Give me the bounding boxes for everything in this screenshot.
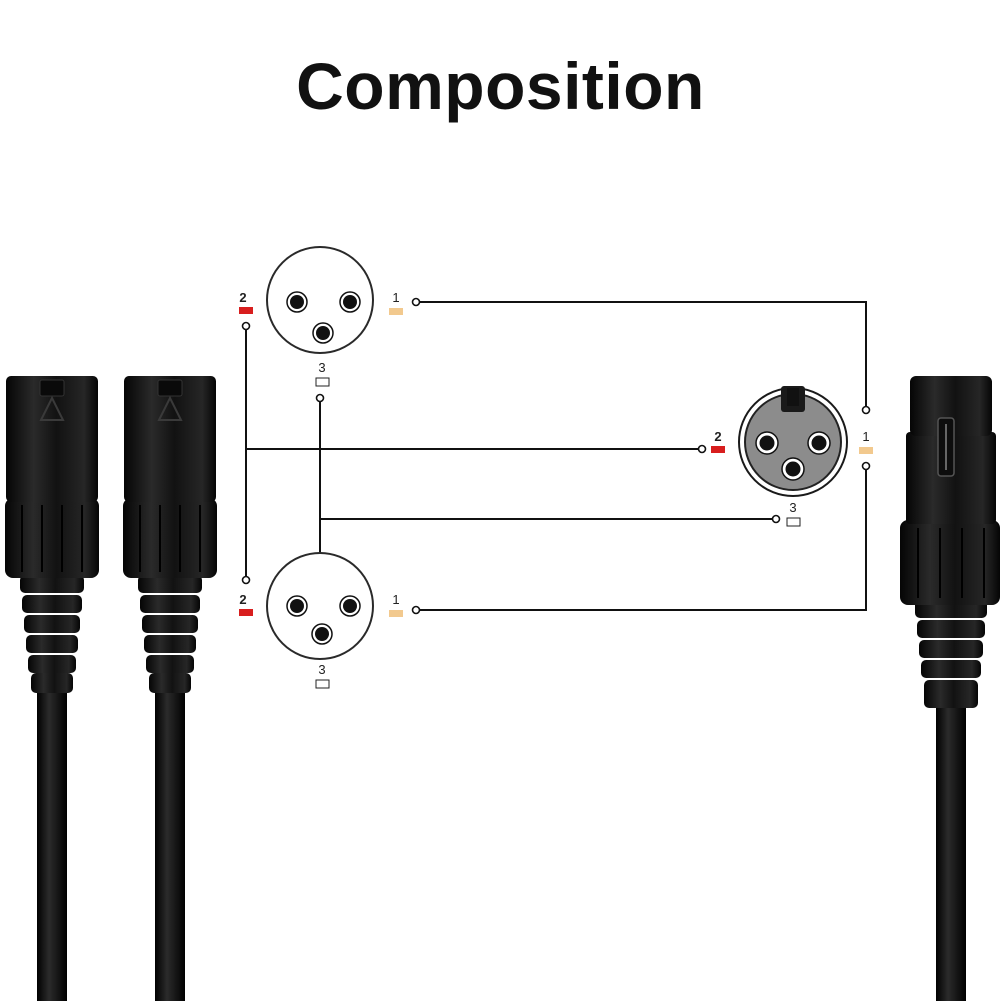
wiring [245,301,867,630]
terminal-dot [241,321,251,331]
xlr-male-plug-right [123,376,217,1001]
female-face: 2 1 3 [711,386,873,527]
male-face-top: 2 1 3 [239,246,403,387]
terminal-dot [411,297,421,307]
pin1-swatch [389,610,403,617]
strain-relief [20,575,84,693]
wire-pin1-top [416,301,867,410]
strain-relief [915,600,987,708]
wire-pin1-bottom [416,466,867,611]
wire-terminals [241,297,871,615]
strain-relief [138,575,202,693]
pin2-swatch [711,446,725,453]
pin3-label: 3 [789,500,796,515]
terminal-dot [697,444,707,454]
xlr-male-plug-left [5,376,99,1001]
pin3-swatch [315,679,330,689]
xlr-female-plug [900,376,1000,1001]
terminal-dot [771,514,781,524]
pin1-swatch [859,447,873,454]
pin3-label: 3 [318,360,325,375]
male-face-bottom: 2 1 3 [239,552,403,689]
pin1-swatch [389,308,403,315]
terminal-dot [315,393,325,403]
pin1-label: 1 [392,592,399,607]
pin1-label: 1 [862,429,869,444]
pin2-label: 2 [239,592,246,607]
pin3-swatch [315,377,330,387]
page-title: Composition [296,49,705,123]
pin3-label: 3 [318,662,325,677]
terminal-dot [861,461,871,471]
pin2-swatch [239,307,253,314]
pin2-swatch [239,609,253,616]
pin1-label: 1 [392,290,399,305]
pin2-label: 2 [714,429,721,444]
terminal-dot [861,405,871,415]
terminal-dot [411,605,421,615]
pin3-swatch [786,517,801,527]
terminal-dot [241,575,251,585]
pin2-label: 2 [239,290,246,305]
